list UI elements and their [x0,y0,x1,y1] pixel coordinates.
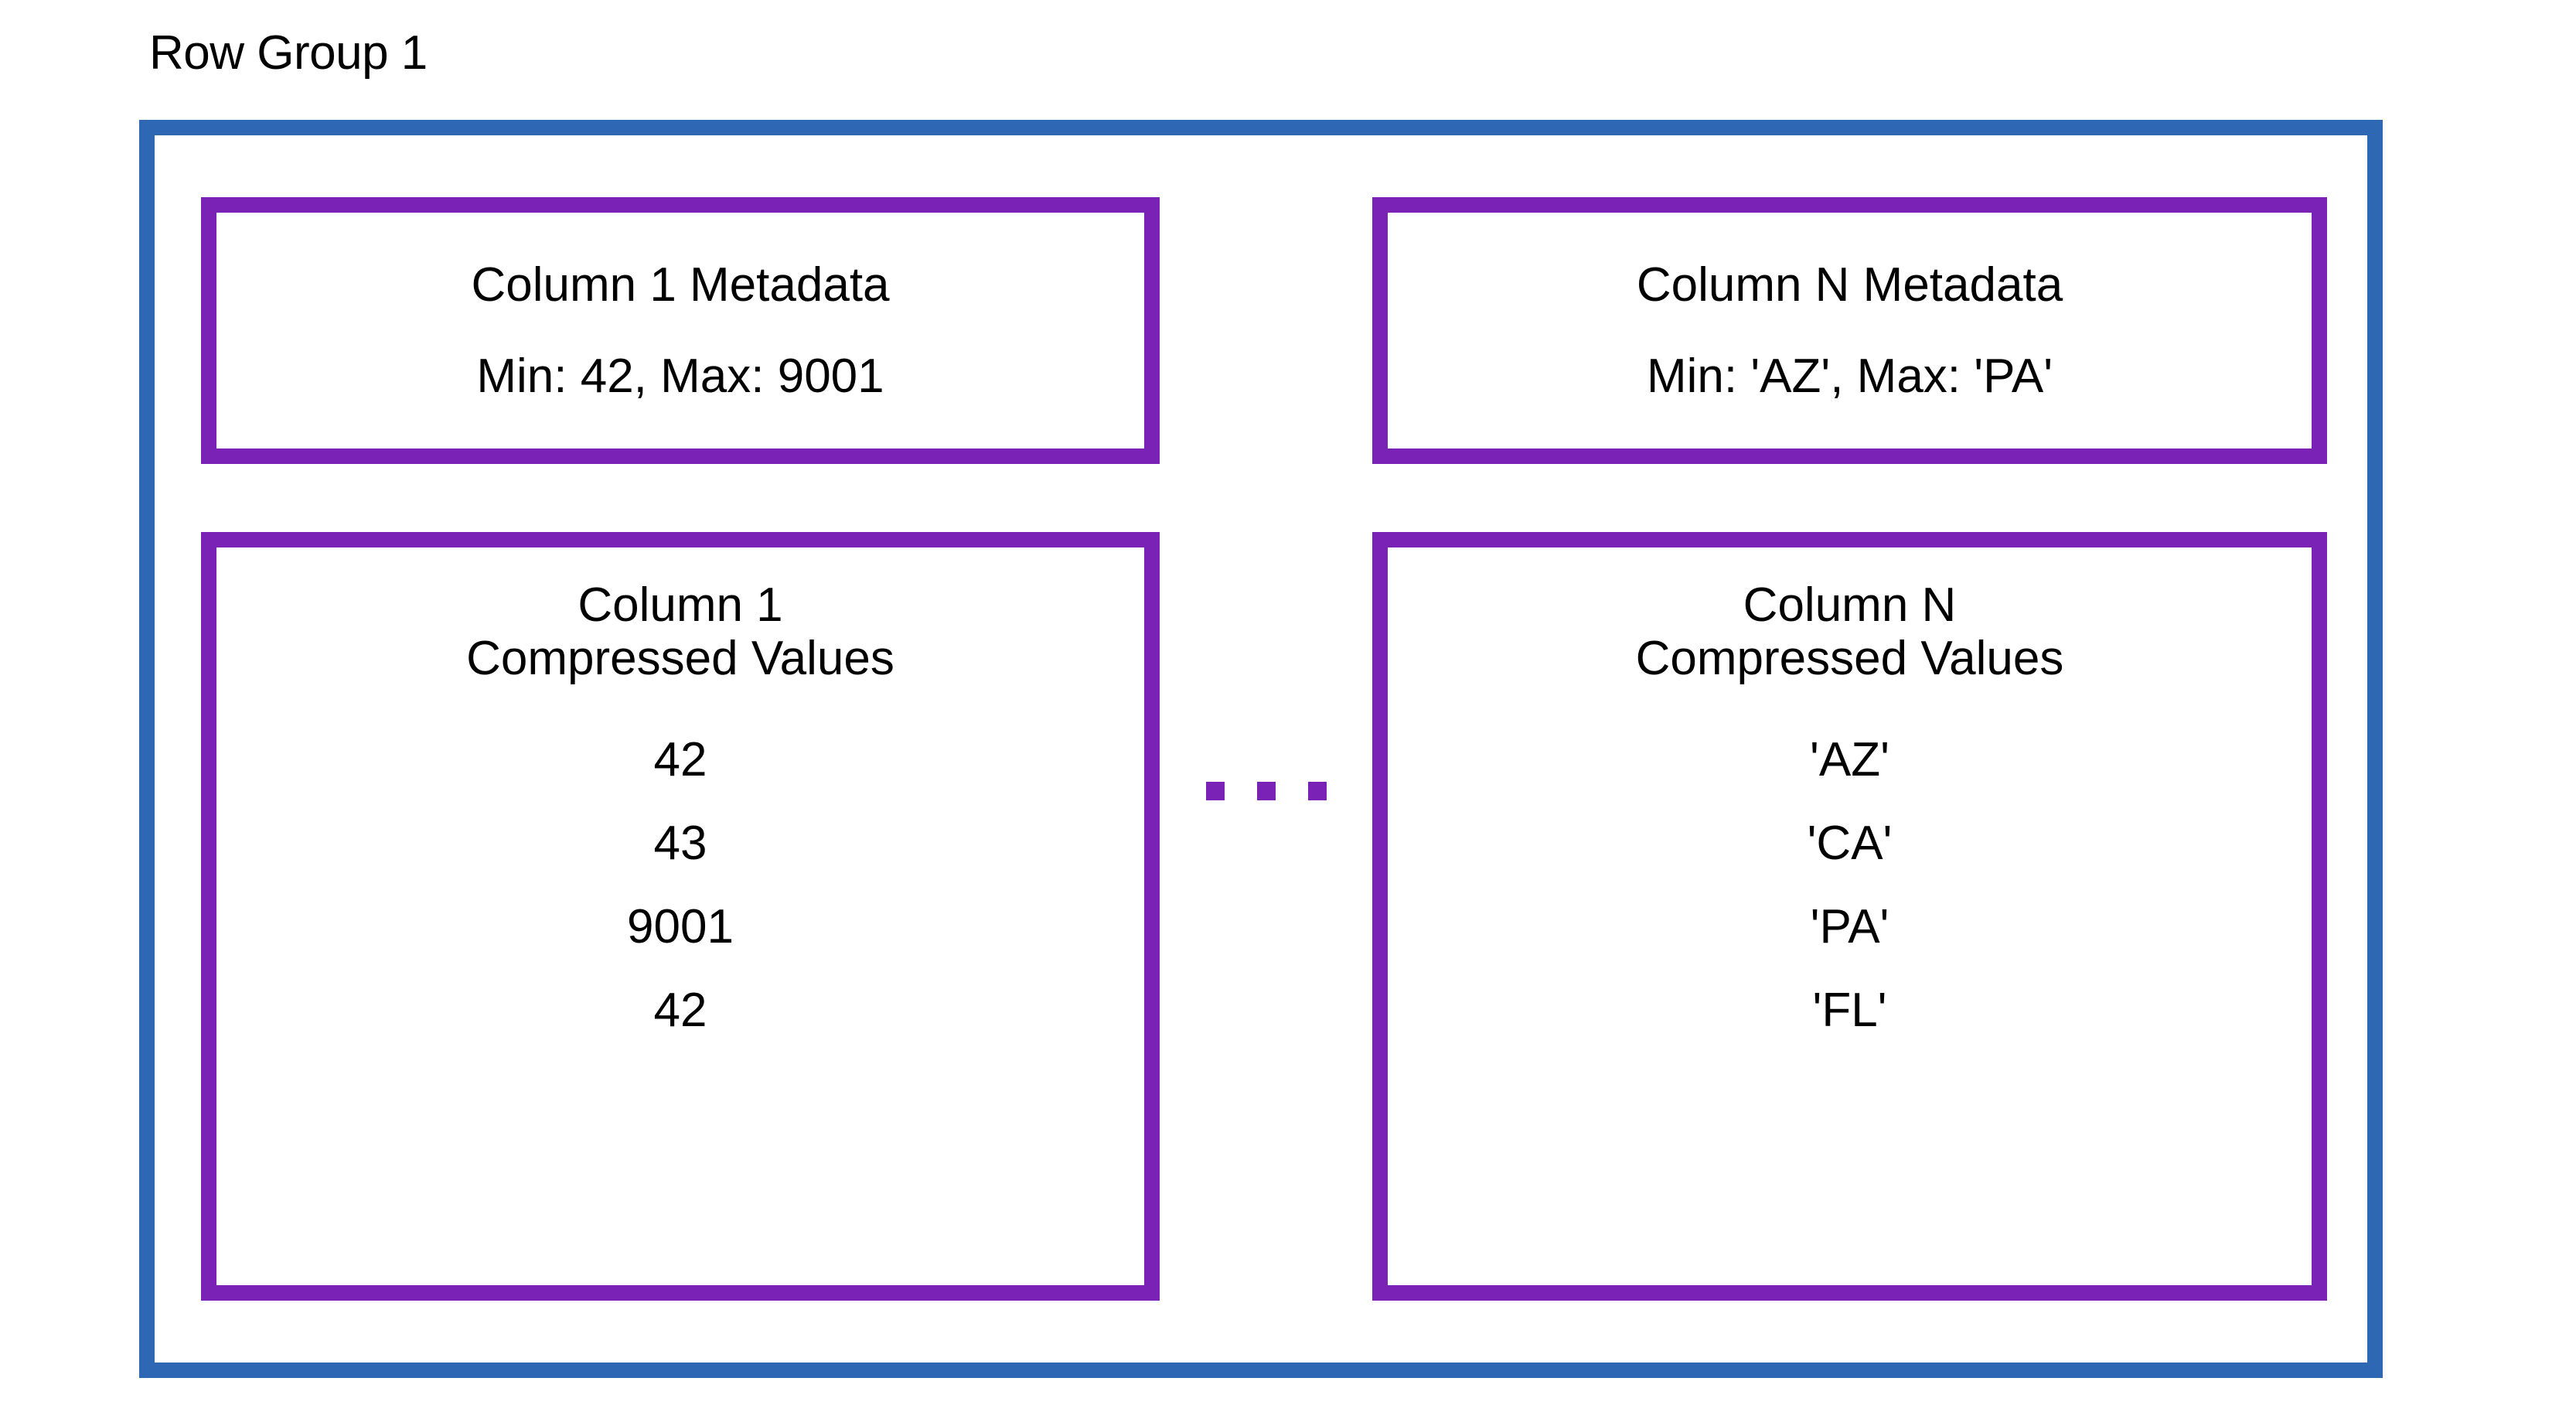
list-item: 42 [653,983,707,1037]
column-n-values-list: 'AZ' 'CA' 'PA' 'FL' [1388,718,2312,1052]
column-1-values-list: 42 43 9001 42 [216,718,1144,1052]
list-item: 'FL' [1812,983,1887,1037]
column-n-metadata-stats: Min: 'AZ', Max: 'PA' [1646,349,2053,403]
column-n-values-heading: Column N Compressed Values [1636,578,2064,686]
column-1-values-heading-line2: Compressed Values [466,632,894,686]
column-n-metadata-box: Column N Metadata Min: 'AZ', Max: 'PA' [1372,197,2327,464]
column-1-metadata-box: Column 1 Metadata Min: 42, Max: 9001 [201,197,1160,464]
column-1-metadata-title: Column 1 Metadata [471,258,890,312]
ellipsis-square-icon [1206,782,1225,800]
list-item: 9001 [627,899,734,953]
column-1-values-heading-line1: Column 1 [578,578,783,632]
ellipsis-square-icon [1257,782,1276,800]
list-item: 'AZ' [1810,732,1889,786]
column-1-metadata-stats: Min: 42, Max: 9001 [476,349,884,403]
list-item: 42 [653,732,707,786]
column-n-values-heading-line1: Column N [1743,578,1957,632]
column-n-metadata-title: Column N Metadata [1636,258,2063,312]
list-item: 'PA' [1810,899,1889,953]
ellipsis-square-icon [1308,782,1327,800]
row-group-title: Row Group 1 [149,26,428,80]
column-1-values-heading: Column 1 Compressed Values [466,578,894,686]
column-1-values-box: Column 1 Compressed Values 42 43 9001 42 [201,532,1160,1301]
column-n-values-box: Column N Compressed Values 'AZ' 'CA' 'PA… [1372,532,2327,1301]
list-item: 43 [653,816,707,870]
list-item: 'CA' [1807,816,1893,870]
column-n-values-heading-line2: Compressed Values [1635,632,2064,686]
ellipsis-icon [1206,781,1327,801]
